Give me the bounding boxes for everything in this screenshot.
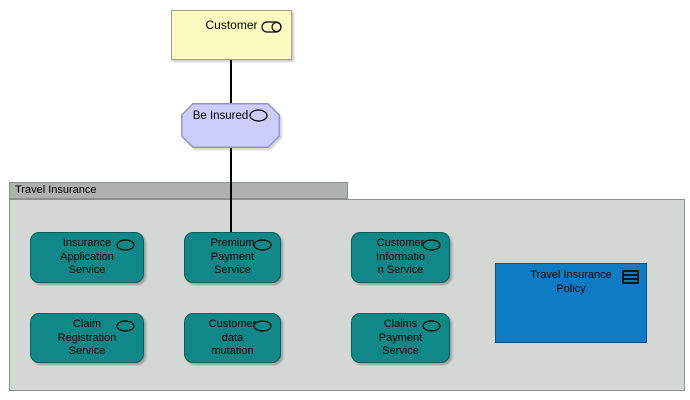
service-label: Premium Payment Service <box>210 237 255 276</box>
group-label: Travel Insurance <box>15 184 97 196</box>
service-label: Claim Registration Service <box>57 318 117 357</box>
contract-icon <box>622 270 639 287</box>
service-label: Customer Informatio n Service <box>376 237 425 276</box>
service-claim-registration[interactable]: Claim Registration Service <box>30 313 144 363</box>
service-label: Insurance Application Service <box>60 237 114 276</box>
service-customer-data-mutation[interactable]: Customer data mutation <box>184 313 281 363</box>
node-travel-insurance-policy[interactable]: Travel Insurance Policy <box>495 263 647 343</box>
oval-icon <box>253 320 272 335</box>
connector-customer-be-insured[interactable] <box>230 60 232 103</box>
oval-icon <box>116 239 135 254</box>
service-label: Customer data mutation <box>208 318 257 357</box>
node-customer[interactable]: Customer <box>171 10 292 60</box>
oval-icon <box>422 320 441 335</box>
oval-icon <box>116 320 135 335</box>
group-travel-insurance-tab[interactable]: Travel Insurance <box>9 182 348 199</box>
role-icon <box>261 20 283 38</box>
service-customer-information[interactable]: Customer Informatio n Service <box>351 232 450 283</box>
oval-icon <box>249 109 268 122</box>
octagon-shape <box>181 103 280 148</box>
node-be-insured[interactable]: Be Insured <box>181 103 280 148</box>
customer-label: Customer <box>205 18 258 32</box>
service-label: Claims Payment Service <box>378 318 423 357</box>
service-insurance-application[interactable]: Insurance Application Service <box>30 232 144 283</box>
service-claims-payment[interactable]: Claims Payment Service <box>351 313 450 363</box>
connector-be-insured-premium-payment[interactable] <box>230 148 232 232</box>
oval-icon <box>422 239 441 254</box>
policy-label: Travel Insurance Policy <box>530 269 612 295</box>
oval-icon <box>253 239 272 254</box>
be-insured-label: Be Insured <box>192 109 249 122</box>
service-premium-payment[interactable]: Premium Payment Service <box>184 232 281 283</box>
